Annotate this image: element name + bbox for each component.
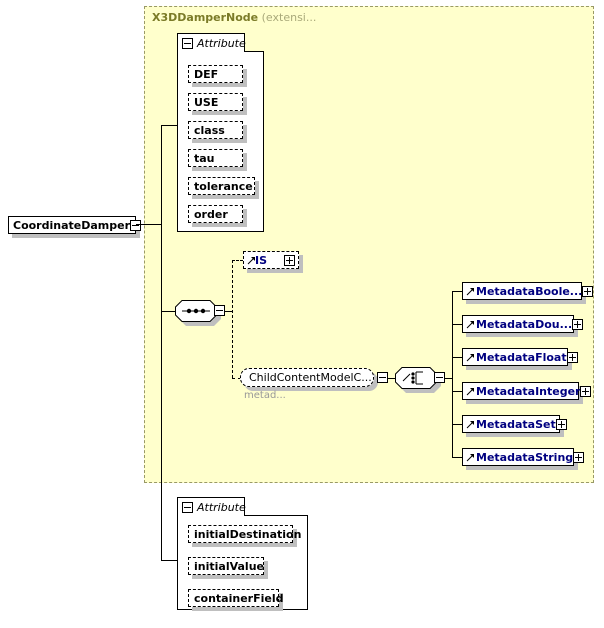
sequence-compositor-toggle[interactable]	[214, 305, 225, 316]
metadata-node-expand-toggle[interactable]	[566, 351, 578, 363]
element-is-expand-toggle[interactable]	[284, 254, 295, 266]
connector-metadata-stub	[452, 457, 462, 458]
childcontentmodel-label: ChildContentModelC...	[249, 371, 372, 384]
attribute-item-label: initialDestination	[194, 527, 302, 541]
element-metadatadouble[interactable]: MetadataDou...	[462, 315, 584, 333]
attribute-item-containerfield[interactable]: containerField	[188, 589, 283, 607]
attribute-item-initialdestination[interactable]: initialDestination	[188, 525, 301, 543]
connector-metadata-trunk	[452, 291, 453, 458]
element-metadataboolean[interactable]: MetadataBoole...	[462, 282, 594, 300]
element-metadatafloat[interactable]: MetadataFloat	[462, 348, 578, 366]
element-metadataset[interactable]: MetadataSet	[462, 415, 567, 433]
element-ref-arrow-icon	[466, 387, 475, 396]
metadata-node-label: MetadataDou...	[476, 317, 573, 331]
element-metadatastring[interactable]: MetadataString	[462, 448, 585, 466]
connector-trunk-vertical	[161, 125, 162, 560]
childcontentmodel-sub-label: metad...	[244, 390, 286, 401]
root-element-coordinatedamper[interactable]: CoordinateDamper	[8, 216, 142, 234]
attribute-item-label: initialValue	[194, 559, 264, 573]
connector-branch-to-childcontentmodel	[232, 378, 241, 379]
attribute-item-label: containerField	[194, 591, 284, 605]
connector-metadata-stub	[452, 357, 462, 358]
connector-trunk-to-attrgroup-bottom	[161, 560, 177, 561]
metadata-node-label: MetadataString	[476, 450, 574, 464]
sequence-compositor[interactable]	[175, 300, 217, 322]
element-ref-arrow-icon	[466, 320, 475, 329]
element-is-label: IS	[255, 253, 268, 267]
connector-metadata-stub	[452, 391, 462, 392]
attribute-group-bottom-header[interactable]: Attribute	[177, 497, 246, 516]
group-ref-childcontentmodel[interactable]: ChildContentModelC...	[240, 368, 374, 387]
element-ref-arrow-icon	[466, 453, 475, 462]
metadata-node-label: MetadataInteger	[476, 384, 581, 398]
connector-childcontentmodel-to-choice	[388, 378, 395, 379]
root-element-collapse-toggle[interactable]	[130, 219, 142, 231]
attribute-item-tolerance[interactable]: tolerance	[188, 177, 255, 195]
attribute-item-class[interactable]: class	[188, 121, 243, 139]
connector-root-to-trunk	[136, 224, 162, 225]
attribute-group-top-toggle[interactable]	[182, 37, 193, 49]
attribute-item-label: tolerance	[194, 179, 253, 193]
extension-group-title: X3DDamperNode (extensi...	[152, 11, 316, 24]
connector-metadata-stub	[452, 324, 462, 325]
root-element-label: CoordinateDamper	[13, 218, 131, 232]
attribute-group-bottom-label: Attribute	[197, 500, 246, 514]
connector-metadata-stub	[452, 424, 462, 425]
metadata-node-label: MetadataSet	[476, 417, 556, 431]
connector-sequence-branch-vertical	[232, 260, 233, 378]
connector-trunk-to-sequence	[161, 311, 175, 312]
connector-metadata-stub	[452, 291, 462, 292]
choice-compositor[interactable]	[395, 367, 437, 389]
attribute-item-def[interactable]: DEF	[188, 65, 243, 83]
metadata-node-label: MetadataFloat	[476, 350, 567, 364]
attribute-item-tau[interactable]: tau	[188, 149, 243, 167]
connector-sequence-to-children	[225, 311, 233, 312]
choice-compositor-toggle[interactable]	[434, 372, 445, 383]
attribute-item-initialvalue[interactable]: initialValue	[188, 557, 264, 575]
connector-branch-to-is	[232, 260, 243, 261]
attribute-group-bottom-toggle[interactable]	[182, 501, 193, 513]
attribute-item-label: class	[194, 123, 225, 137]
extension-group-detail: (extensi...	[261, 11, 317, 24]
element-ref-arrow-icon	[466, 353, 475, 362]
element-ref-arrow-icon	[466, 287, 475, 296]
element-ref-arrow-icon	[247, 256, 256, 265]
metadata-node-expand-toggle[interactable]	[580, 385, 592, 397]
metadata-node-expand-toggle[interactable]	[573, 451, 585, 463]
connector-choice-to-metadata-trunk	[445, 378, 453, 379]
attribute-group-top-header[interactable]: Attribute	[177, 33, 246, 52]
metadata-node-label: MetadataBoole...	[476, 284, 583, 298]
attribute-item-order[interactable]: order	[188, 205, 243, 223]
connector-trunk-to-attrgroup-top	[161, 125, 177, 126]
element-is[interactable]: IS	[243, 251, 299, 269]
metadata-node-expand-toggle[interactable]	[582, 285, 594, 297]
metadata-node-expand-toggle[interactable]	[572, 318, 584, 330]
metadata-node-expand-toggle[interactable]	[555, 418, 567, 430]
attribute-item-use[interactable]: USE	[188, 93, 243, 111]
extension-group-name: X3DDamperNode	[152, 11, 259, 24]
attribute-item-label: DEF	[194, 67, 219, 81]
attribute-item-label: tau	[194, 151, 215, 165]
attribute-item-label: order	[194, 207, 228, 221]
attribute-item-label: USE	[194, 95, 219, 109]
attribute-group-top-label: Attribute	[197, 36, 246, 50]
element-ref-arrow-icon	[466, 420, 475, 429]
childcontentmodel-collapse-toggle[interactable]	[377, 372, 388, 383]
element-metadatainteger[interactable]: MetadataInteger	[462, 382, 592, 400]
